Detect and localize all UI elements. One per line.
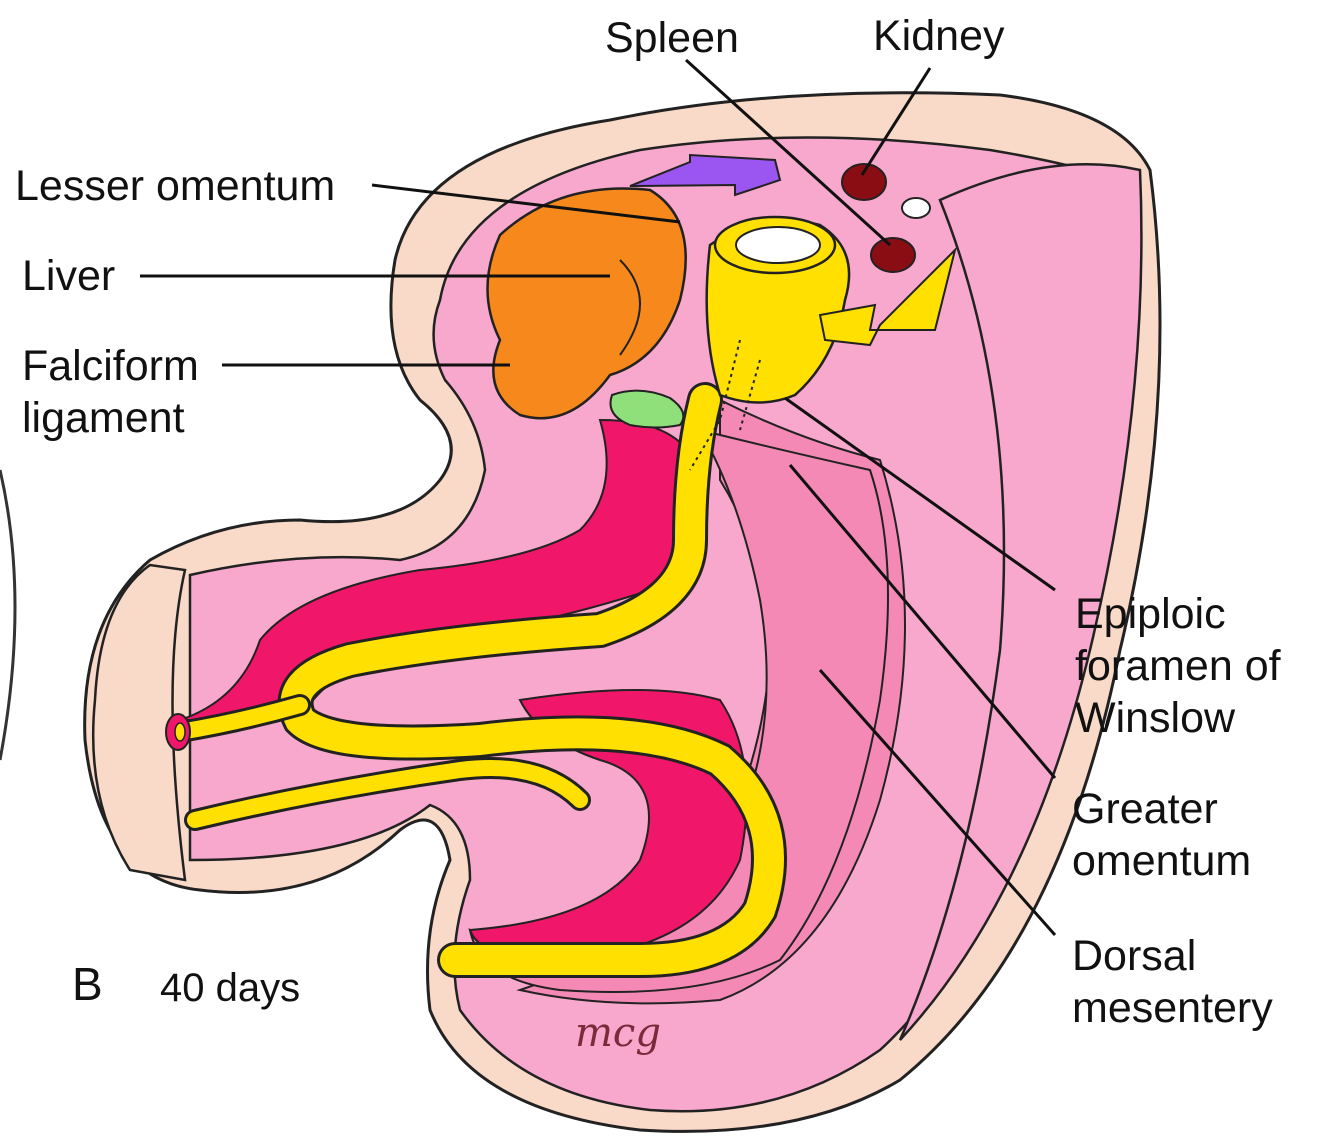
label-epiploic-line2: foramen of (1075, 640, 1281, 692)
spleen (871, 238, 915, 272)
label-epiploic-line3: Winslow (1075, 692, 1281, 744)
panel-age: 40 days (160, 962, 300, 1014)
label-greater-line1: Greater (1072, 783, 1251, 835)
label-epiploic-line1: Epiploic (1075, 588, 1281, 640)
panel-letter: B (72, 958, 103, 1010)
label-falciform-line1: Falciform (22, 340, 199, 392)
label-greater-omentum: Greater omentum (1072, 783, 1251, 887)
aorta-white (902, 198, 930, 218)
artist-signature: mcg (575, 1010, 661, 1056)
label-dorsal-line2: mesentery (1072, 982, 1273, 1034)
label-falciform-line2: ligament (22, 392, 199, 444)
label-spleen: Spleen (605, 12, 739, 64)
label-lesser-omentum: Lesser omentum (15, 160, 335, 212)
label-liver: Liver (22, 250, 115, 302)
label-epiploic-foramen: Epiploic foramen of Winslow (1075, 588, 1281, 744)
label-dorsal-line1: Dorsal (1072, 930, 1273, 982)
label-falciform-ligament: Falciform ligament (22, 340, 199, 444)
adjacent-figure-edge (0, 470, 15, 760)
label-dorsal-mesentery: Dorsal mesentery (1072, 930, 1273, 1034)
label-greater-line2: omentum (1072, 835, 1251, 887)
label-kidney: Kidney (873, 10, 1004, 62)
